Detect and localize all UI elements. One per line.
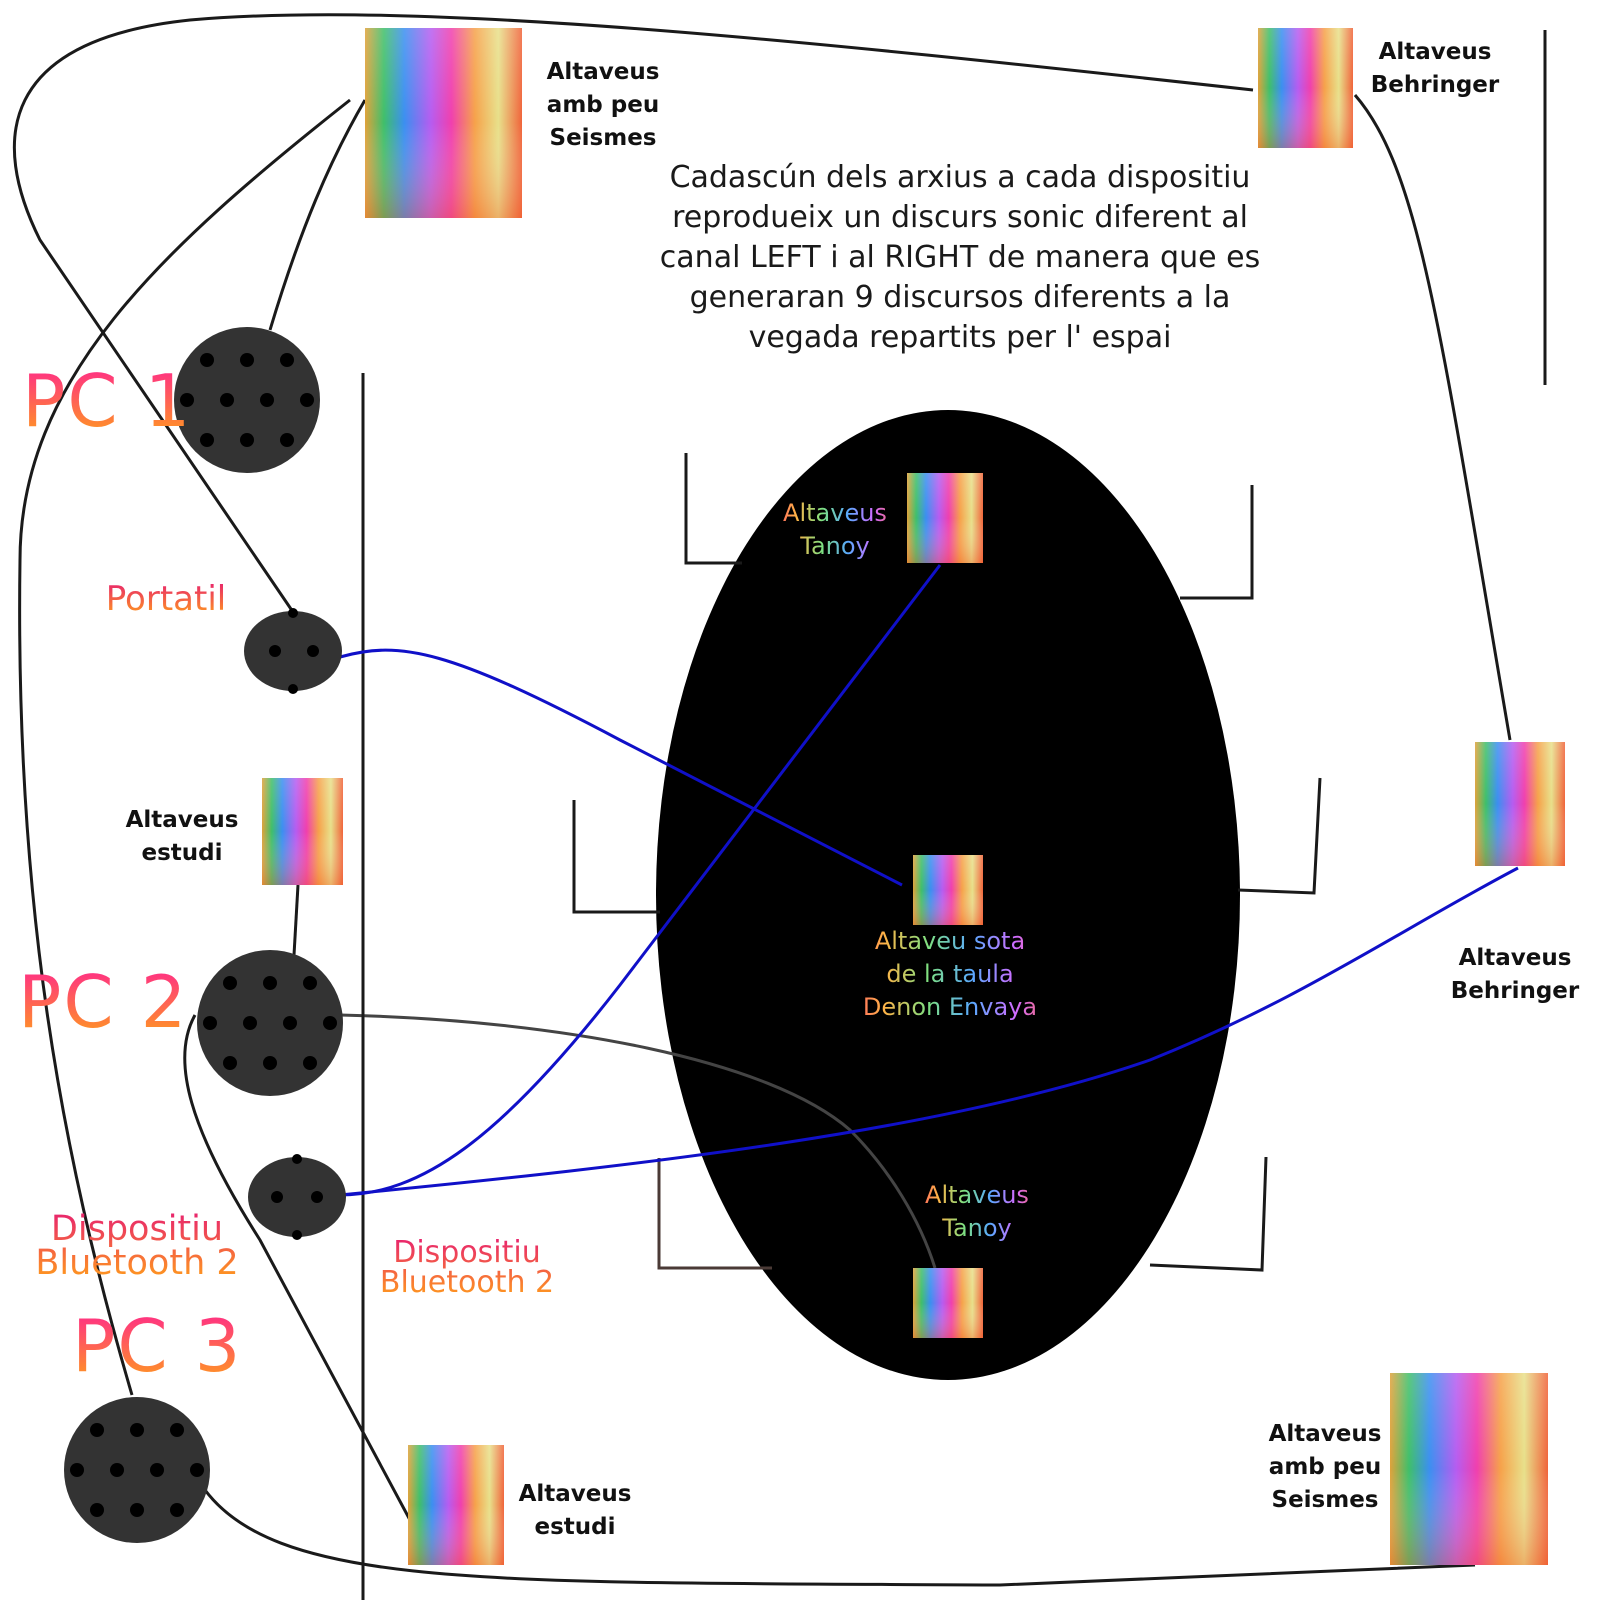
denon-label: Altaveu sota de la taula Denon Envaya bbox=[840, 925, 1060, 1024]
pc1-label: PC 1 bbox=[22, 359, 193, 443]
tanoy-bottom-label: Altaveus Tanoy bbox=[912, 1179, 1042, 1245]
pc3-label: PC 3 bbox=[72, 1304, 243, 1388]
pc2-device bbox=[197, 950, 343, 1096]
wire-behringer-top-right bbox=[1353, 94, 1512, 741]
wire-bt-behringer-right bbox=[339, 866, 1519, 1197]
estudi-bottom-label: Altaveus estudi bbox=[518, 1481, 632, 1540]
bluetooth-label-mid: Dispositiu Bluetooth 2 bbox=[372, 1238, 562, 1298]
wire-portatil-denon bbox=[339, 648, 903, 887]
speaker-estudi-bottom bbox=[408, 1445, 504, 1565]
pc1-device bbox=[174, 327, 320, 473]
speaker-behringer-top bbox=[1258, 28, 1353, 148]
behringer-right-label: Altaveus Behringer bbox=[1450, 945, 1580, 1004]
description-text: Cadascún dels arxius a cada dispositiu r… bbox=[659, 160, 1261, 355]
speaker-behringer-right bbox=[1475, 742, 1565, 866]
table-brackets bbox=[572, 453, 1322, 1272]
estudi-mid-label: Altaveus estudi bbox=[125, 807, 239, 866]
wire-pc2-estudi-bottom bbox=[183, 1014, 412, 1521]
bluetooth-device bbox=[248, 1154, 346, 1240]
behringer-top-label: Altaveus Behringer bbox=[1370, 39, 1500, 98]
speaker-icons bbox=[262, 28, 1565, 1565]
wire-pc2-estudi-mid bbox=[292, 884, 300, 956]
pc2-label: PC 2 bbox=[18, 960, 189, 1044]
bluetooth-connections bbox=[339, 564, 1519, 1197]
speaker-estudi-mid bbox=[262, 778, 343, 885]
speaker-seismes-top bbox=[365, 28, 522, 218]
pc3-device bbox=[64, 1397, 210, 1543]
wire-pc3-seismes-bottom bbox=[203, 1489, 1476, 1587]
seismes-bottom-label: Altaveus amb peu Seismes bbox=[1268, 1421, 1382, 1513]
portatil-device bbox=[244, 608, 342, 694]
speaker-denon bbox=[913, 855, 983, 925]
tanoy-top-label: Altaveus Tanoy bbox=[770, 497, 900, 563]
speaker-tanoy-bottom bbox=[913, 1268, 983, 1338]
wire-pc3-seismes-top bbox=[18, 98, 351, 1396]
speaker-seismes-bottom bbox=[1390, 1373, 1548, 1565]
wired-connections bbox=[12, 13, 1547, 1600]
bluetooth-label-left: Dispositiu Bluetooth 2 bbox=[22, 1212, 252, 1281]
portatil-label: Portatil bbox=[86, 582, 246, 616]
speaker-tanoy-top bbox=[907, 473, 983, 563]
seismes-top-label: Altaveus amb peu Seismes bbox=[546, 59, 660, 151]
wire-pc2-tanoy-bottom bbox=[339, 1013, 937, 1269]
wire-portatil-behringer-top bbox=[12, 13, 1254, 613]
wire-pc1-seismes-top bbox=[268, 99, 367, 331]
